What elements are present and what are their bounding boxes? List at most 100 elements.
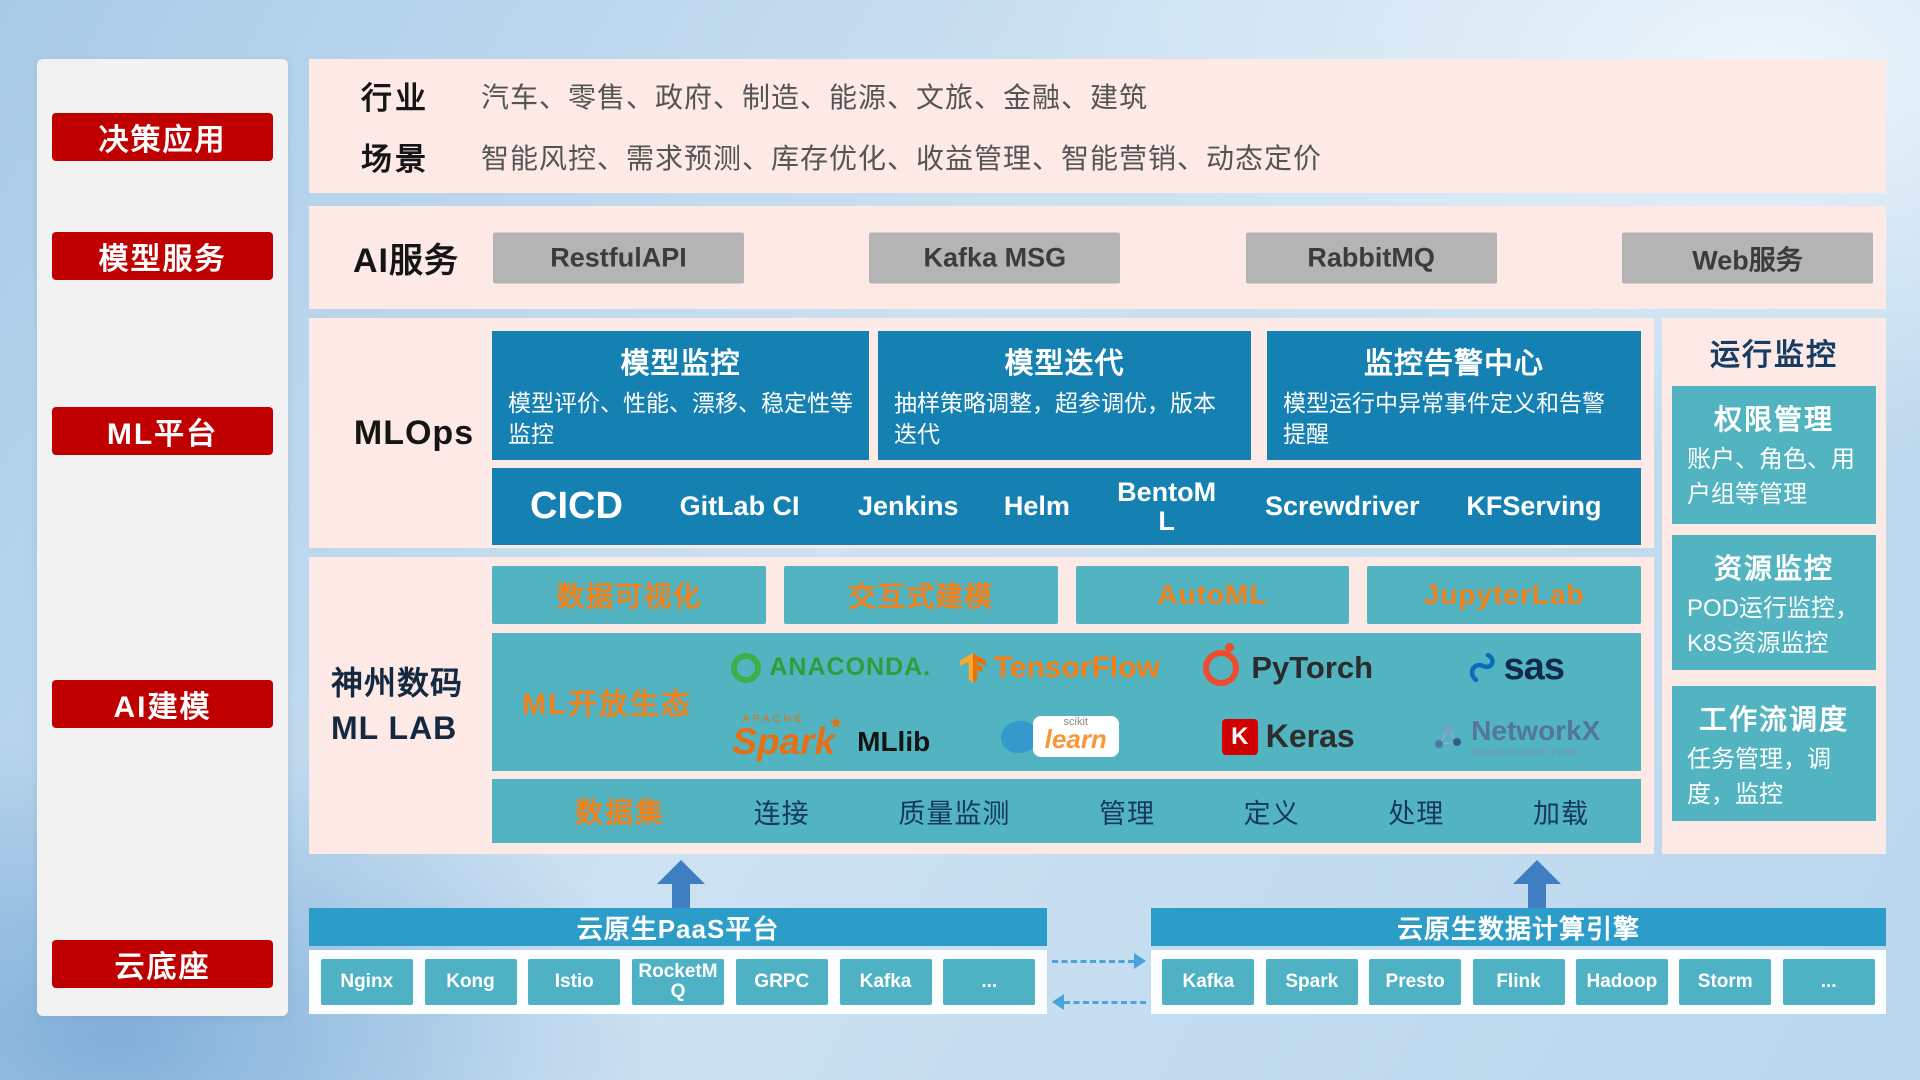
model-monitoring-card: 模型监控 模型评价、性能、漂移、稳定性等监控 <box>492 331 869 460</box>
card-title: 工作流调度 <box>1698 704 1849 735</box>
tensorflow-icon <box>959 652 986 683</box>
alert-center-card: 监控告警中心 模型运行中异常事件定义和告警提醒 <box>1267 331 1641 460</box>
scikit-label: scikit <box>1063 716 1088 729</box>
tensorflow-label: TensorFlow <box>993 650 1160 684</box>
jupyterlab-button: JupyterLab <box>1367 566 1641 624</box>
card-desc: 抽样策略调整，超参调优，版本迭代 <box>894 390 1216 448</box>
tech-label: Storm <box>1697 971 1753 993</box>
mlops-label: MLOps <box>353 413 475 452</box>
card-desc: 模型运行中异常事件定义和告警提醒 <box>1283 390 1605 448</box>
networkx-text: NetworkX Network Analysis in Python <box>1471 714 1601 757</box>
tech-label: Kong <box>446 971 495 993</box>
kong-button: Kong <box>424 959 517 1005</box>
presto-button: Presto <box>1369 959 1462 1005</box>
tech-label: Hadoop <box>1586 971 1658 993</box>
ai-service-panel: AI服务 RestfulAPI Kafka MSG RabbitMQ Web服务 <box>309 206 1886 309</box>
storm-button: Storm <box>1679 959 1772 1005</box>
kafka-button: Kafka <box>1162 959 1255 1005</box>
kafka-msg-button: Kafka MSG <box>869 232 1121 283</box>
sas-swoosh-icon <box>1469 652 1495 682</box>
card-title: 监控告警中心 <box>1363 348 1544 380</box>
industry-scenario-panel: 行业 汽车、零售、政府、制造、能源、文旅、金融、建筑 场景 智能风控、需求预测、… <box>309 59 1886 193</box>
card-desc: 模型评价、性能、漂移、稳定性等监控 <box>508 390 853 448</box>
dataset-item-connect: 连接 <box>753 798 810 829</box>
paas-up-arrow <box>657 860 705 909</box>
sas-label: sas <box>1503 646 1565 688</box>
rocketmq-button: RocketMQ <box>632 959 724 1005</box>
pytorch-flame-icon <box>1203 642 1240 686</box>
cicd-item-helm: Helm <box>1003 491 1070 522</box>
ecosystem-logo-grid: ANACONDA. TensorFlow PyTorch <box>717 633 1631 771</box>
runtime-monitoring-title: 运行监控 <box>1710 339 1838 372</box>
dataset-item-manage: 管理 <box>1098 798 1155 829</box>
istio-button: Istio <box>528 959 621 1005</box>
scikit-learn-blob-icon <box>1000 720 1037 753</box>
mllib-label: MLlib <box>857 726 931 758</box>
networkx-subtitle: Network Analysis in Python <box>1471 746 1580 757</box>
dashed-arrow-left <box>1052 994 1146 1010</box>
workflow-scheduling-card: 工作流调度 任务管理，调度，监控 <box>1672 686 1876 821</box>
scikit-learn-badge: scikit learn <box>1032 716 1119 757</box>
tech-label: Kafka <box>1182 971 1235 993</box>
spark-wordmark: APACHE Spark ★ <box>732 713 843 762</box>
arrow-head <box>1134 953 1146 969</box>
arrow-head <box>1052 994 1064 1010</box>
spark-mllib-logo: APACHE Spark ★ MLlib <box>732 713 931 762</box>
cicd-label: CICD <box>530 485 623 527</box>
ml-open-ecosystem-box: ML开放生态 ANACONDA. TensorFlow PyTorch <box>492 633 1641 771</box>
ml-lab-label: 神州数码 ML LAB <box>331 557 491 854</box>
permission-management-card: 权限管理 账户、角色、用户组等管理 <box>1672 386 1876 524</box>
card-title: 权限管理 <box>1713 404 1834 435</box>
left-layer-sidebar: 决策应用 模型服务 ML平台 AI建模 云底座 <box>37 59 288 1016</box>
ml-lab-panel: 神州数码 ML LAB 数据可视化 交互式建模 AutoML JupyterLa… <box>309 557 1654 854</box>
arrow-head <box>657 860 705 884</box>
dataset-item-load: 加载 <box>1532 798 1589 829</box>
tech-label: Kafka <box>859 971 912 993</box>
spark-star-icon: ★ <box>828 714 844 732</box>
restfulapi-button: RestfulAPI <box>493 232 744 283</box>
anaconda-icon <box>731 652 762 683</box>
cicd-item-screwdriver: Screwdriver <box>1264 491 1420 522</box>
nginx-button: Nginx <box>320 959 413 1005</box>
card-title: 模型迭代 <box>1004 348 1125 380</box>
model-iteration-card: 模型迭代 抽样策略调整，超参调优，版本迭代 <box>878 331 1251 460</box>
keras-logo: K Keras <box>1221 718 1355 755</box>
learn-label: learn <box>1044 724 1107 755</box>
tech-label: Presto <box>1385 971 1445 993</box>
ml-lab-label-line2: ML LAB <box>331 709 458 746</box>
layer-decision-application: 决策应用 <box>52 113 273 161</box>
card-desc: 账户、角色、用户组等管理 <box>1687 446 1855 508</box>
tech-label: ... <box>981 971 998 993</box>
dashed-line <box>1052 959 1134 963</box>
resource-monitoring-card: 资源监控 POD运行监控，K8S资源监控 <box>1672 535 1876 670</box>
scikit-learn-logo: scikit learn <box>1000 716 1119 757</box>
layer-ml-platform: ML平台 <box>52 407 273 455</box>
arrow-head <box>1513 860 1561 884</box>
dashed-arrow-right <box>1052 953 1146 969</box>
tensorflow-logo: TensorFlow <box>959 650 1160 685</box>
ai-service-label: AI服务 <box>353 242 459 280</box>
dataset-item-process: 处理 <box>1388 798 1445 829</box>
dashed-line <box>1064 1000 1146 1004</box>
industry-label: 行业 <box>361 81 429 116</box>
industry-row: 行业 汽车、零售、政府、制造、能源、文旅、金融、建筑 <box>361 73 1886 118</box>
engine-components-strip: Kafka Spark Presto Flink Hadoop Storm ..… <box>1151 950 1886 1014</box>
tech-label: GRPC <box>754 971 810 993</box>
tech-label: RocketMQ <box>638 961 718 1002</box>
industry-values: 汽车、零售、政府、制造、能源、文旅、金融、建筑 <box>481 81 1149 113</box>
kafka-button: Kafka <box>839 959 932 1005</box>
pytorch-logo: PyTorch <box>1203 642 1373 686</box>
layer-model-service: 模型服务 <box>52 232 273 280</box>
more-button: ... <box>1782 959 1875 1005</box>
spark-label: Spark <box>732 720 836 762</box>
keras-label: Keras <box>1265 718 1355 754</box>
engine-up-arrow <box>1513 860 1561 909</box>
grpc-button: GRPC <box>735 959 828 1005</box>
scenario-label: 场景 <box>361 142 429 177</box>
flink-button: Flink <box>1472 959 1565 1005</box>
networkx-label: NetworkX <box>1471 714 1601 746</box>
card-title: 资源监控 <box>1713 553 1834 584</box>
automl-button: AutoML <box>1075 566 1350 624</box>
mlops-panel: MLOps 模型监控 模型评价、性能、漂移、稳定性等监控 模型迭代 抽样策略调整… <box>309 318 1654 548</box>
card-desc: POD运行监控，K8S资源监控 <box>1687 595 1860 657</box>
